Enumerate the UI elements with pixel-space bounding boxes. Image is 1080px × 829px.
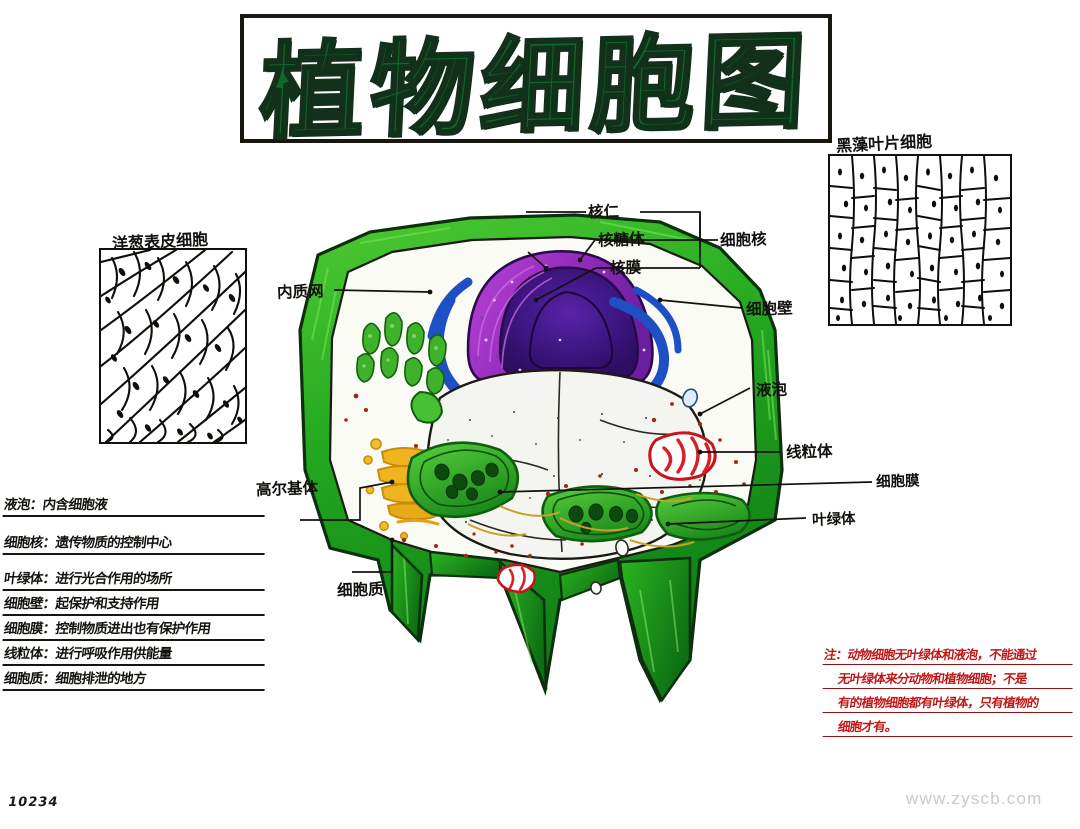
mitochondrion-lower bbox=[496, 563, 537, 594]
signature: 10234 bbox=[6, 795, 60, 810]
vesicle bbox=[681, 388, 699, 408]
onion-nuclei bbox=[105, 261, 243, 440]
label-endoplasmic-reticulum: 内质网 bbox=[276, 282, 324, 302]
vesicle-2 bbox=[615, 539, 629, 557]
function-notes-list: 液泡：内含细胞液 细胞核：遗传物质的控制中心 叶绿体：进行光合作用的场所 细胞壁… bbox=[2, 492, 268, 691]
cytoplasm-granules bbox=[344, 388, 746, 595]
vesicle-3 bbox=[590, 581, 602, 595]
note-line: 细胞质：细胞排泄的地方 bbox=[2, 666, 268, 691]
note-line: 细胞膜：控制物质进出也有保护作用 bbox=[2, 616, 268, 641]
watermark: www.zyscb.com bbox=[906, 789, 1043, 808]
note-line: 线粒体：进行呼吸作用供能量 bbox=[2, 641, 268, 666]
chloroplast-lower-center bbox=[541, 485, 653, 543]
label-cell-membrane: 细胞膜 bbox=[875, 473, 920, 491]
red-note-line: 注：动物细胞无叶绿体和液泡，不能通过 bbox=[822, 644, 1076, 665]
label-chloroplast: 叶绿体 bbox=[811, 511, 856, 529]
leader-lines bbox=[300, 211, 873, 573]
red-note-line: 细胞才有。 bbox=[822, 716, 1076, 737]
label-nuclear-membrane: 核膜 bbox=[609, 258, 642, 278]
chloroplast-lower-right bbox=[655, 491, 751, 541]
hydrilla-chloroplast-specks bbox=[836, 166, 1005, 321]
red-note-line: 有的植物细胞都有叶绿体，只有植物的 bbox=[822, 692, 1076, 713]
red-caution-note: 注：动物细胞无叶绿体和液泡，不能通过 无叶绿体来分动物和植物细胞；不是 有的植物… bbox=[822, 644, 1076, 740]
label-nucleolus: 核仁 bbox=[587, 202, 620, 222]
label-cytoplasm: 细胞质 bbox=[336, 580, 384, 600]
nucleus bbox=[466, 250, 654, 384]
mitochondrion-right bbox=[648, 431, 717, 481]
note-line: 叶绿体：进行光合作用的场所 bbox=[2, 566, 268, 591]
chloroplast-lower-left bbox=[406, 441, 520, 519]
label-vacuole: 液泡 bbox=[755, 380, 788, 400]
plastid-cluster bbox=[356, 312, 447, 395]
note-line: 液泡：内含细胞液 bbox=[2, 492, 268, 517]
label-nucleus-group: 细胞核 bbox=[719, 230, 767, 250]
note-line: 细胞壁：起保护和支持作用 bbox=[2, 591, 268, 616]
leader-arrowheads bbox=[389, 257, 703, 543]
title-frame bbox=[240, 14, 832, 143]
label-mitochondria: 线粒体 bbox=[785, 442, 833, 462]
note-line: 细胞核：遗传物质的控制中心 bbox=[2, 530, 268, 555]
label-ribosome: 核糖体 bbox=[597, 230, 645, 250]
red-note-line: 无叶绿体来分动物和植物细胞；不是 bbox=[822, 668, 1076, 689]
chloroplast-upper-small bbox=[410, 390, 444, 424]
label-cell-wall: 细胞壁 bbox=[745, 299, 793, 319]
